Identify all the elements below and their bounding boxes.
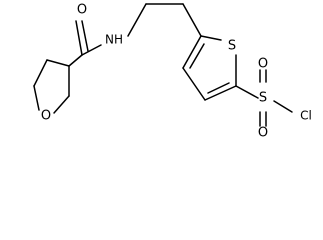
sulfonyl-sulfur-label: S (259, 91, 267, 106)
thf-bond-o-c3 (33, 85, 40, 111)
ch2-thiophene-bond (182, 3, 202, 37)
chlorine-label: Cl (300, 109, 312, 123)
thf-bond-c2-c5 (46, 59, 70, 67)
carbonyl-bond-inner (81, 20, 89, 52)
molecule-diagram: O O NH S S O O Cl (33, 3, 312, 141)
carbonyl-bond-outer (75, 20, 83, 56)
n-ch2-bond (127, 3, 147, 37)
thiophene-to-sulfonyl-bond (235, 85, 259, 99)
chemical-structure-canvas: O O NH S S O O Cl (33, 2, 312, 141)
sulfonyl-to-chlorine-bond (273, 100, 293, 113)
sulfonyl-bottom-oxygen-label: O (258, 126, 268, 141)
thiophene-c2-s-bond (200, 35, 222, 41)
amide-c-n-bond (81, 44, 102, 56)
thiophene-c3-c2-bond (182, 35, 202, 69)
thiophene-c4-c3-bond (182, 67, 206, 101)
thiophene-sulfur-label: S (228, 39, 236, 54)
thiophene-c5-c4-bond (204, 85, 237, 101)
amide-nh-label: NH (105, 33, 123, 47)
thf-to-carbonyl-bond (68, 54, 83, 67)
ring-oxygen-label: O (41, 109, 51, 124)
thf-bond-c2-c3 (33, 59, 48, 87)
thiophene-inner-double-bond-a (189, 43, 205, 69)
sulfonyl-top-oxygen-label: O (258, 57, 268, 72)
thiophene-inner-double-bond-b (207, 82, 230, 94)
carbonyl-oxygen-label: O (77, 3, 87, 18)
thf-bond-c4-o (53, 95, 70, 114)
